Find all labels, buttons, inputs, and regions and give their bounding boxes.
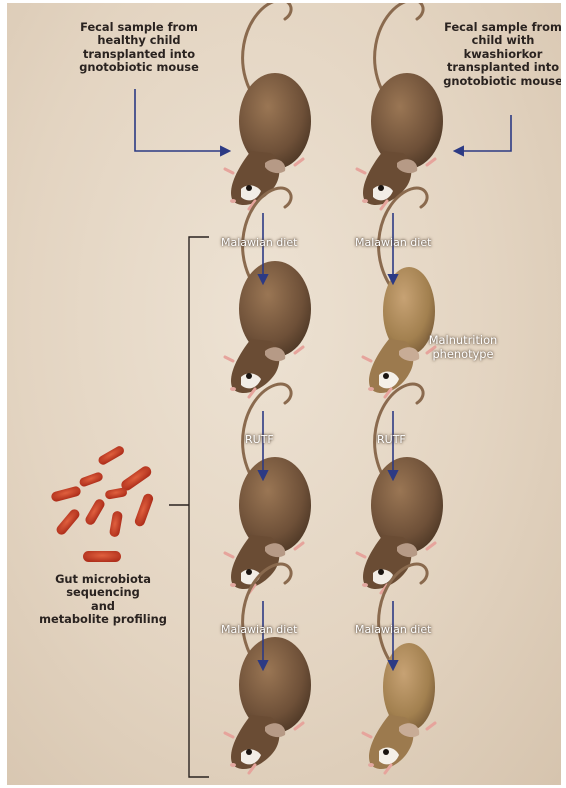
mouse-icon xyxy=(357,384,443,593)
stage-3-left-label: Malawian diet xyxy=(221,623,297,636)
arrow-icon xyxy=(455,115,511,151)
mouse-icon xyxy=(363,564,435,773)
mouse-icon xyxy=(363,188,435,397)
malnutrition-phenotype-label: Malnutrition phenotype xyxy=(421,333,505,362)
mouse-icon xyxy=(225,3,311,209)
mouse-icon xyxy=(225,188,311,397)
profiling-label: Gut microbiota sequencing and metabolite… xyxy=(35,573,171,627)
arrow-icon xyxy=(135,89,229,151)
mouse-icon xyxy=(357,3,443,209)
mouse-icon xyxy=(225,384,311,593)
diagram-canvas: Fecal sample from healthy child transpla… xyxy=(7,3,561,785)
stage-3-right-label: Malawian diet xyxy=(355,623,431,636)
mouse-icon xyxy=(225,564,311,773)
bracket-icon xyxy=(169,237,209,777)
stage-1-right-label: Malawian diet xyxy=(355,236,431,249)
stage-2-right-label: RUTF xyxy=(377,433,406,446)
stage-2-left-label: RUTF xyxy=(245,433,274,446)
bacteria-icon xyxy=(50,445,154,562)
healthy-source-label: Fecal sample from healthy child transpla… xyxy=(71,21,207,75)
kwashiorkor-source-label: Fecal sample from child with kwashiorkor… xyxy=(439,21,561,88)
stage-1-left-label: Malawian diet xyxy=(221,236,297,249)
diagram-graphics xyxy=(7,3,561,785)
